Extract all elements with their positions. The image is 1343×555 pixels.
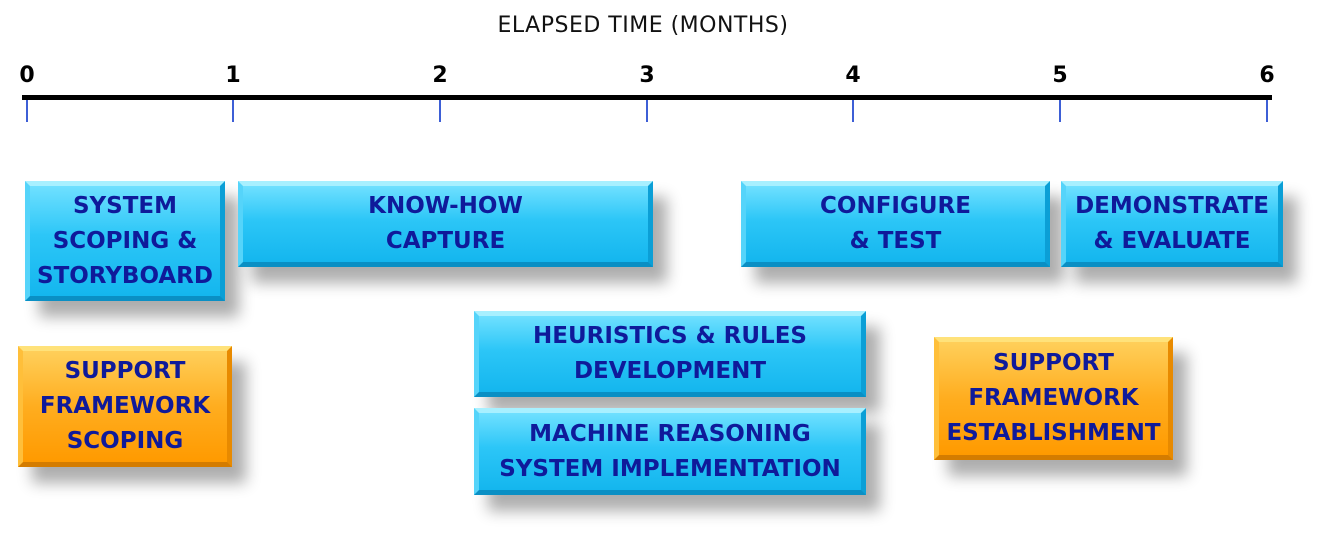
tick-label-0: 0 [19,63,35,88]
task-support-framework-establishment: SUPPORT FRAMEWORK ESTABLISHMENT [934,337,1173,460]
task-know-how-capture: KNOW-HOW CAPTURE [238,181,653,267]
task-configure-test: CONFIGURE & TEST [741,181,1050,267]
tick-mark-4 [852,100,854,122]
task-demonstrate-evaluate: DEMONSTRATE & EVALUATE [1061,181,1283,267]
tick-label-3: 3 [639,63,655,88]
timeline-axis [22,95,1272,100]
tick-mark-6 [1266,100,1268,122]
tick-mark-2 [439,100,441,122]
tick-label-1: 1 [225,63,241,88]
axis-title: ELAPSED TIME (MONTHS) [497,13,789,38]
tick-label-5: 5 [1052,63,1068,88]
task-support-framework-scoping: SUPPORT FRAMEWORK SCOPING [18,346,232,467]
tick-label-2: 2 [432,63,448,88]
tick-mark-0 [26,100,28,122]
task-heuristics-rules-development: HEURISTICS & RULES DEVELOPMENT [474,311,866,397]
tick-mark-1 [232,100,234,122]
tick-label-4: 4 [845,63,861,88]
task-system-scoping: SYSTEM SCOPING & STORYBOARD [25,181,225,301]
tick-label-6: 6 [1259,63,1275,88]
tick-mark-5 [1059,100,1061,122]
tick-mark-3 [646,100,648,122]
task-machine-reasoning-implementation: MACHINE REASONING SYSTEM IMPLEMENTATION [474,408,866,495]
